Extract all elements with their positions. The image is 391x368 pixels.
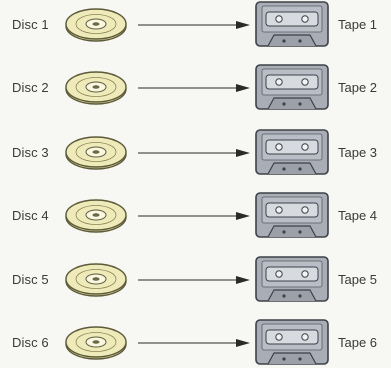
arrow-right-icon [138, 21, 250, 29]
cassette-tape-icon [255, 1, 329, 47]
tape-label: Tape 3 [338, 145, 378, 160]
arrow-right-icon [138, 149, 250, 157]
compact-disc-icon [65, 199, 127, 233]
row-3: Disc 3 Tape 3 [0, 128, 391, 178]
disc-label: Disc 4 [12, 208, 49, 223]
row-6: Disc 6 Tape 6 [0, 318, 391, 368]
compact-disc-icon [65, 71, 127, 105]
disc-label: Disc 6 [12, 335, 49, 350]
disc-label: Disc 1 [12, 17, 49, 32]
cassette-tape-icon [255, 64, 329, 110]
cassette-tape-icon [255, 256, 329, 302]
tape-label: Tape 6 [338, 335, 378, 350]
row-1: Disc 1 Tape 1 [0, 0, 391, 50]
arrow-right-icon [138, 339, 250, 347]
row-4: Disc 4 Tape 4 [0, 191, 391, 241]
compact-disc-icon [65, 326, 127, 360]
disc-label: Disc 2 [12, 80, 49, 95]
arrow-right-icon [138, 212, 250, 220]
compact-disc-icon [65, 263, 127, 297]
row-2: Disc 2 Tape 2 [0, 63, 391, 113]
disc-label: Disc 5 [12, 272, 49, 287]
tape-label: Tape 4 [338, 208, 378, 223]
tape-label: Tape 1 [338, 17, 378, 32]
tape-label: Tape 5 [338, 272, 378, 287]
compact-disc-icon [65, 136, 127, 170]
cassette-tape-icon [255, 129, 329, 175]
arrow-right-icon [138, 276, 250, 284]
cassette-tape-icon [255, 192, 329, 238]
arrow-right-icon [138, 84, 250, 92]
tape-label: Tape 2 [338, 80, 378, 95]
disc-label: Disc 3 [12, 145, 49, 160]
cassette-tape-icon [255, 319, 329, 365]
compact-disc-icon [65, 8, 127, 42]
row-5: Disc 5 Tape 5 [0, 255, 391, 305]
